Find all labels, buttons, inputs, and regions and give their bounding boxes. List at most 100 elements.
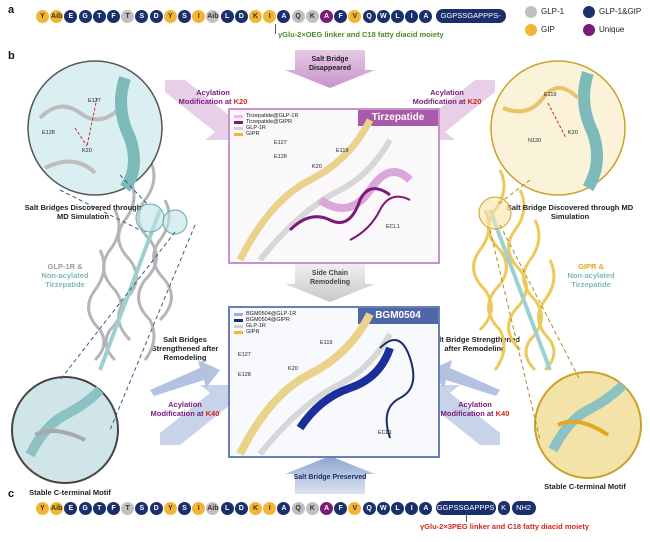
tirz-legend-1: Tirzepatide@GLP-1R: [234, 113, 298, 119]
residue-bead: G: [78, 10, 92, 23]
residue-bead: F: [334, 10, 348, 23]
residue-bead: Y: [163, 10, 177, 23]
tirzepatide-structure: [236, 118, 413, 262]
left-circle-k20: K20: [82, 148, 92, 154]
acyl-k20-right-prefix: Acylation Modification at: [412, 88, 468, 106]
residue-bead: W: [376, 10, 390, 23]
tirz-legend-3: GLP-1R: [234, 125, 298, 131]
bgm0504-structure: [236, 312, 415, 456]
residue-bead: Q: [291, 10, 305, 23]
residue-bead: A: [419, 502, 433, 515]
left-circle-caption: Salt Bridges Discovered through MD Simul…: [24, 203, 142, 221]
legend-glp1: GLP-1: [541, 7, 565, 16]
residue-bead: Aib: [206, 502, 220, 515]
left-circle-e127: E127: [88, 98, 101, 104]
nh2-cap-c: NH2: [511, 501, 536, 515]
tirz-e128: E128: [274, 154, 287, 160]
bgm-legend-1: BGM0504@GLP-1R: [234, 311, 296, 317]
residue-bead: L: [391, 502, 404, 515]
legend-gip-swatch: [525, 24, 537, 36]
bgm-legend-4-text: GIPR: [246, 329, 260, 335]
bgm-legend-4: GIPR: [234, 329, 296, 335]
bgm-legend-2: BGM0504@GIPR: [234, 317, 296, 323]
legend-glp1-swatch: [525, 6, 537, 18]
tirzepatide-box: Tirzepatide Tirzepatide@GLP-1R Tirzepati…: [228, 108, 440, 264]
residue-legend: GLP-1 GLP-1&GIP GIP Unique: [525, 6, 645, 42]
residue-bead: L: [220, 502, 234, 515]
residue-bead: A: [277, 502, 291, 515]
acyl-k40-left-arrow: [160, 385, 230, 445]
panel-b-letter: b: [8, 50, 15, 62]
residue-bead: F: [107, 502, 120, 515]
bgm-e127: E127: [238, 352, 251, 358]
left-cterm-circle: [11, 376, 119, 484]
residue-bead: I: [405, 10, 419, 23]
tirz-e127: E127: [274, 140, 287, 146]
tirz-legend-4: GIPR: [234, 131, 298, 137]
right-strengthened-label: Salt Bridge Strengthened after Remodelin…: [430, 335, 521, 353]
residue-bead: T: [121, 10, 135, 23]
residue-bead: Aib: [50, 10, 64, 23]
gipr-structure: [472, 169, 556, 372]
tirz-legend-4-text: GIPR: [246, 131, 260, 137]
residue-bead: V: [348, 10, 362, 23]
residue-bead: A: [320, 502, 333, 515]
residue-bead: E: [64, 502, 78, 515]
acyl-k40-right-prefix: Acylation Modification at: [440, 400, 496, 418]
residue-bead: W: [376, 502, 390, 515]
residue-bead: I: [192, 502, 206, 515]
tirz-e119: E119: [336, 148, 349, 154]
salt-bridge-preserved-label: Salt Bridge Preserved: [293, 474, 367, 481]
right-receptor-label: GIPR & Non-acylated Tirzepatide: [556, 262, 626, 289]
salt-bridge-preserved-arrow: [285, 456, 375, 494]
residue-bead: T: [121, 502, 135, 515]
right-receptor-name: GIPR &: [578, 262, 604, 271]
right-circle-k20: K20: [568, 130, 578, 136]
residue-bead: L: [391, 10, 404, 23]
bgm-legend-3: GLP-1R: [234, 323, 296, 329]
residue-bead: T: [92, 10, 106, 23]
bgm-legend: BGM0504@GLP-1R BGM0504@GIPR GLP-1R GIPR: [234, 311, 296, 335]
residue-bead: F: [107, 10, 120, 23]
left-peptide-name: Non-acylated Tirzepatide: [41, 271, 89, 289]
residue-bead: A: [320, 10, 333, 23]
linker-a-label: γGlu-2×OEG linker and C18 fatty diacid m…: [278, 30, 444, 39]
residue-bead: K: [249, 10, 262, 23]
residue-bead: D: [234, 10, 248, 23]
residue-bead: A: [277, 10, 291, 23]
residue-bead: A: [419, 10, 433, 23]
tirz-legend-3-text: GLP-1R: [246, 125, 266, 131]
left-circle-e128: E128: [42, 130, 55, 136]
right-cterm-caption: Stable C-terminal Motif: [544, 482, 626, 491]
tirz-legend-2: Tirzepatide@GIPR: [234, 119, 298, 125]
legend-gip: GIP: [541, 25, 555, 34]
residue-bead: T: [92, 502, 106, 515]
tirz-legend-1-text: Tirzepatide@GLP-1R: [246, 113, 299, 119]
residue-bead: S: [178, 502, 191, 515]
right-strengthened-arrow: [430, 360, 500, 396]
residue-bead: Aib: [206, 10, 220, 23]
residue-bead: I: [192, 10, 206, 23]
residue-bead: L: [220, 10, 234, 23]
residue-bead: Y: [163, 502, 177, 515]
bgm0504-box: BGM0504 BGM0504@GLP-1R BGM0504@GIPR GLP-…: [228, 306, 440, 458]
residue-bead: Y: [36, 10, 49, 23]
residue-bead: D: [149, 10, 163, 23]
right-cterm-circle: [534, 371, 642, 479]
residue-bead: E: [64, 10, 78, 23]
panel-a-letter: a: [8, 4, 15, 16]
salt-bridge-disappeared-label: Salt Bridge Disappeared: [308, 56, 352, 72]
bgm-e128: E128: [238, 372, 251, 378]
residue-bead: Y: [36, 502, 49, 515]
residue-bead: D: [149, 502, 163, 515]
tirzepatide-title: Tirzepatide: [358, 110, 438, 126]
residue-bead: I: [405, 502, 419, 515]
legend-unique-swatch: [583, 24, 595, 36]
linker-c-label: γGlu-2×3PEG linker and C18 fatty diacid …: [420, 522, 590, 531]
residue-bead: K: [305, 10, 319, 23]
residue-bead: F: [334, 502, 348, 515]
glp1r-structure: [87, 159, 173, 371]
side-chain-remodeling-label: Side Chain Remodeling: [309, 270, 351, 286]
residue-bead: K: [305, 502, 319, 515]
